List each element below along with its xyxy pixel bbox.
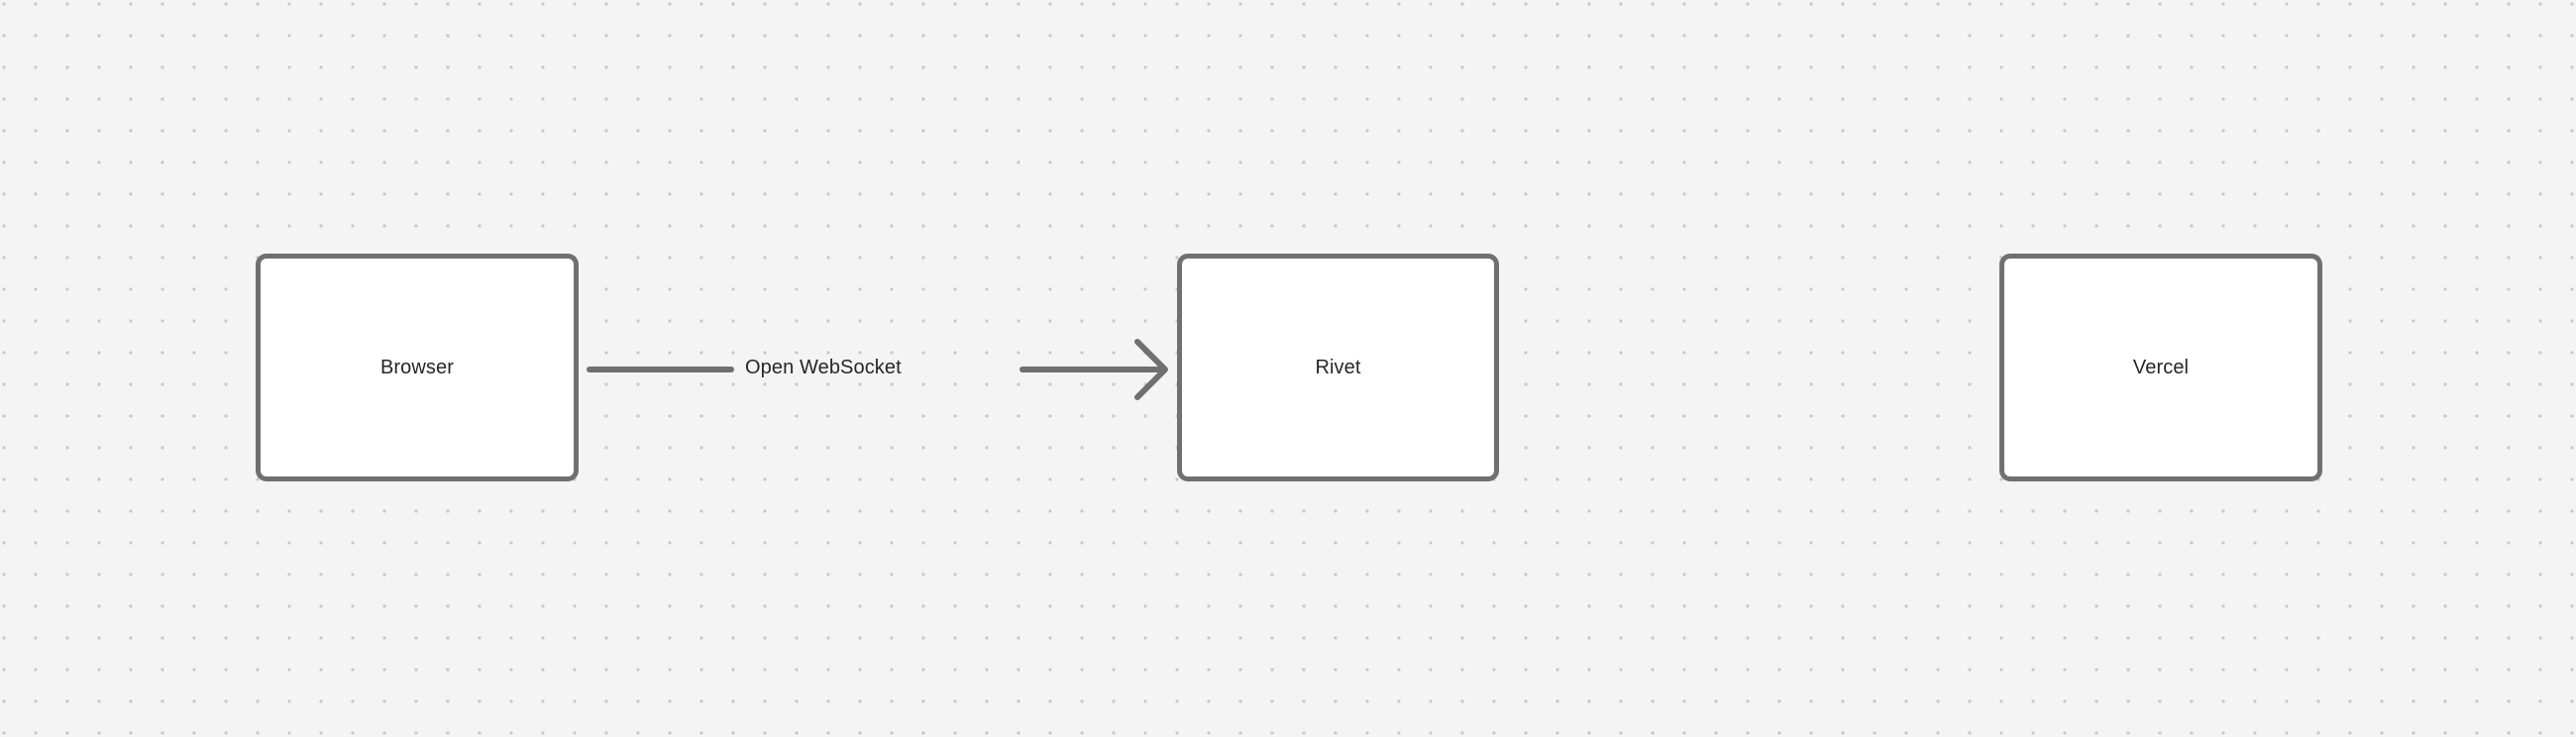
- node-browser-label: Browser: [379, 357, 455, 378]
- node-rivet[interactable]: Rivet: [1177, 254, 1499, 481]
- edge-arrowhead-icon: [1134, 339, 1168, 400]
- edge-label-open-websocket: Open WebSocket: [745, 357, 902, 378]
- node-browser[interactable]: Browser: [256, 254, 579, 481]
- node-vercel[interactable]: Vercel: [1999, 254, 2322, 481]
- node-vercel-label: Vercel: [2132, 357, 2190, 378]
- node-rivet-label: Rivet: [1315, 357, 1361, 378]
